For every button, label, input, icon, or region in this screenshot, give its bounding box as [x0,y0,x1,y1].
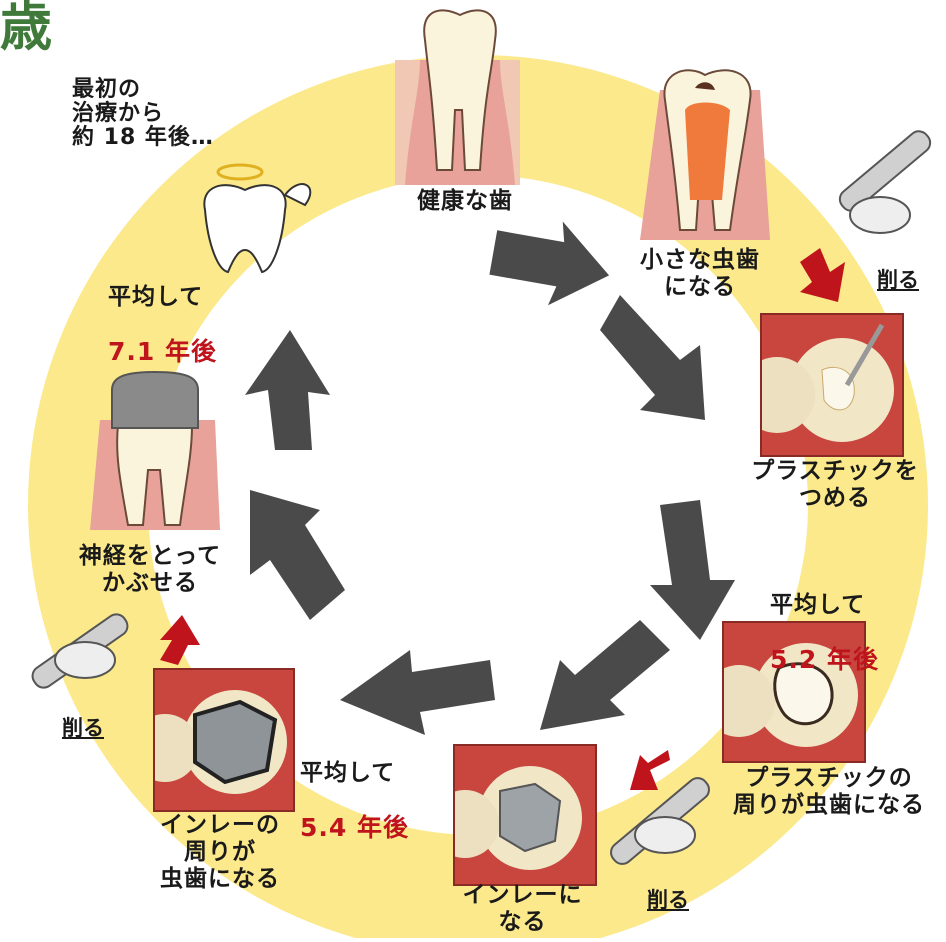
drill-label-right: 削る [877,268,919,292]
interval-value: 7.1 年後 [108,337,217,366]
plastic-decay-photo [722,621,866,763]
tooth-icon [90,370,220,530]
dental-drill-icon [610,777,710,865]
interval-5-2: 平均して 5.2 年後 [770,565,879,700]
interval-label: 平均して [300,760,396,786]
arrow-icon [245,330,330,450]
angel-tooth-icon [203,163,312,274]
arrow-icon [650,500,735,640]
crown-label: 神経をとって かぶせる [78,543,222,596]
inlay-decay-label: インレーの 周りが 虫歯になる [160,812,280,892]
tooth-icon [640,69,770,240]
arrow-icon [489,221,610,306]
plastic-fill-photo [760,313,904,457]
arrow-icon [540,620,670,730]
interval-value: 5.2 年後 [770,645,879,674]
inlay-photo [453,744,597,886]
inlay-decay-photo [153,668,295,812]
interval-label: 平均して [770,592,866,618]
dental-drill-icon [31,613,129,689]
tooth-icon [395,9,520,185]
corner-character: 歳 [0,0,53,58]
cycle-arrows [245,221,735,735]
arrow-icon [250,490,345,620]
arrow-icon [160,615,200,665]
interval-7-1: 平均して 7.1 年後 [108,257,217,392]
tooth-icon [762,323,894,442]
interval-5-4: 平均して 5.4 年後 [300,733,409,868]
arrow-icon [340,650,495,735]
arrow-icon [800,248,845,302]
intro-label: 最初の 治療から 約 18 年後… [72,77,214,150]
dental-drill-icon [838,130,932,234]
drill-label-bottom: 削る [647,888,689,912]
arrow-icon [600,295,705,420]
plastic-fill-label: プラスチックを つめる [751,458,919,511]
arrow-icon [630,750,670,790]
red-arrows [160,248,845,790]
inlay-label: インレーに なる [462,882,583,935]
interval-value: 5.4 年後 [300,813,409,842]
drill-label-left: 削る [62,716,104,740]
healthy-label: 健康な歯 [417,188,513,214]
small-cavity-label: 小さな虫歯 になる [640,247,760,300]
interval-label: 平均して [108,284,204,310]
tooth-icon [455,766,582,870]
tooth-icon [155,690,287,794]
tooth-icon [724,643,858,747]
plastic-decay-label: プラスチックの 周りが虫歯になる [733,765,925,818]
